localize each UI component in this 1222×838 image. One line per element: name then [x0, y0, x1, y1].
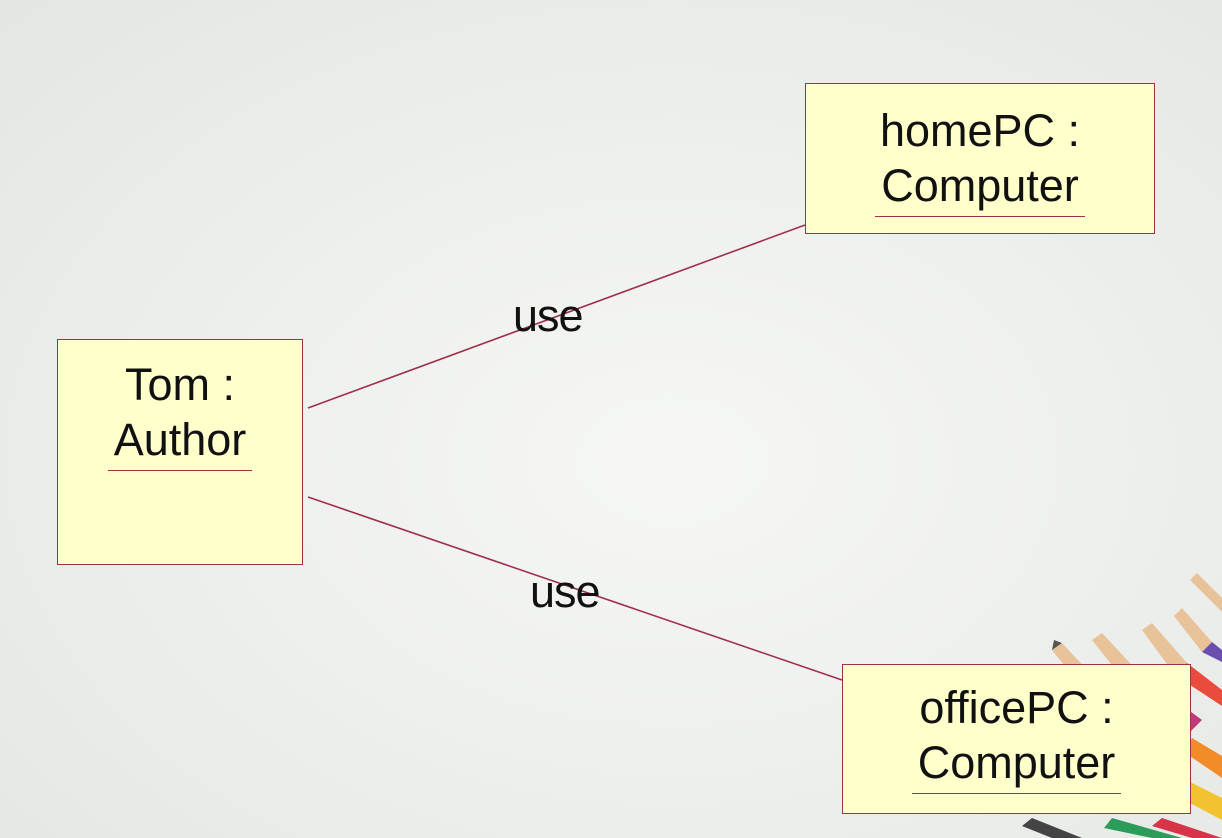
object-box-officepc: officePC : Computer	[842, 664, 1191, 814]
object-box-author: Tom : Author	[57, 339, 303, 565]
link-author-homepc	[307, 224, 806, 409]
link-label-use-homepc: use	[513, 290, 584, 341]
link-label-use-officepc: use	[530, 566, 601, 617]
object-class-name: Computer	[875, 159, 1085, 217]
link-author-officepc	[307, 496, 843, 681]
object-instance-name: homePC :	[879, 105, 1081, 156]
object-class-name: Author	[107, 413, 253, 471]
object-box-homepc: homePC : Computer	[805, 83, 1155, 234]
object-class-name: Computer	[911, 736, 1122, 794]
object-instance-name: officePC :	[919, 682, 1114, 733]
object-instance-name: Tom :	[124, 359, 236, 410]
